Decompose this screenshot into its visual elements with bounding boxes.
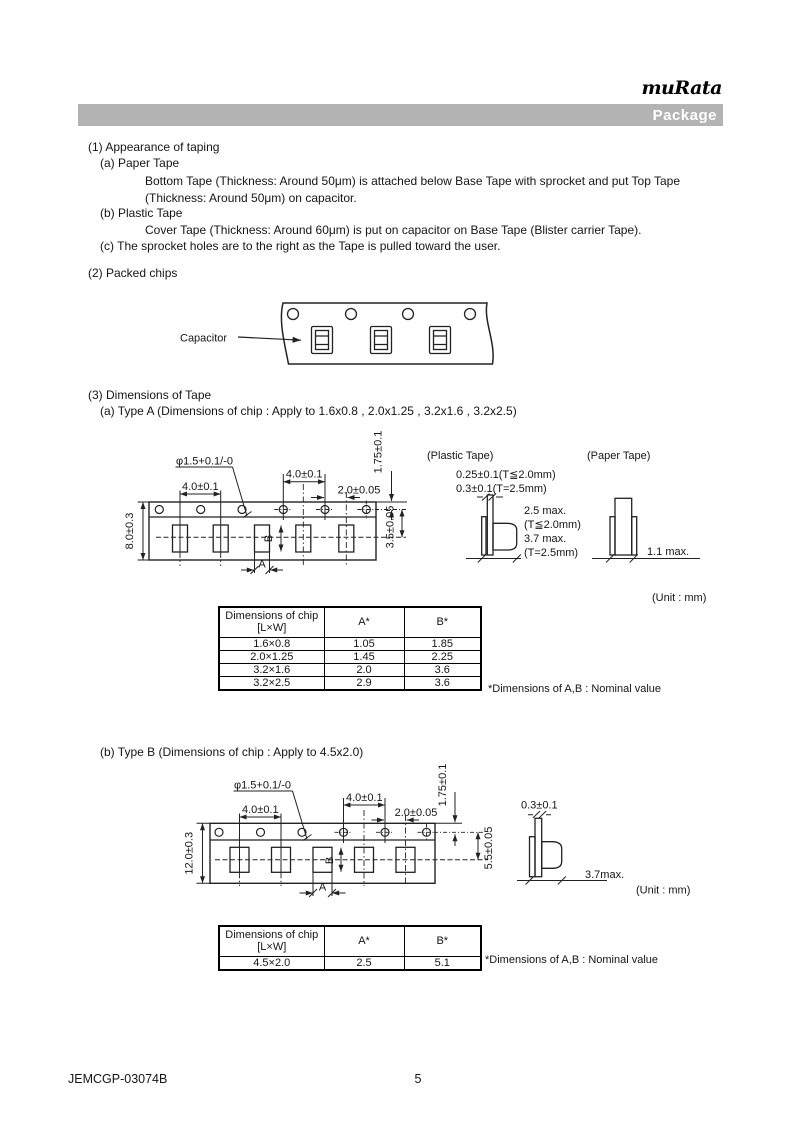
type-b-table: Dimensions of chip [L×W] A* B* 4.5×2.0 2…: [218, 925, 482, 971]
cell-b: 1.85: [403, 636, 482, 651]
paper-d1: 1.1 max.: [647, 546, 689, 558]
table-a-header-chip: Dimensions of chip [L×W]: [218, 606, 325, 638]
capacitor-label: Capacitor: [180, 333, 227, 345]
cell-a: 1.45: [323, 649, 405, 664]
table-b-header-chip-line1: Dimensions of chip: [225, 929, 319, 942]
dim-center-b: 5.5±0.05: [483, 827, 495, 870]
table-b-header-b: B*: [403, 925, 482, 957]
cell-a: 2.0: [323, 662, 405, 677]
dim-b-a: B: [263, 535, 275, 542]
cell-b: 3.6: [403, 662, 482, 677]
table-a-header-chip-line2: [L×W]: [257, 622, 287, 635]
dim-pitch-left-b: 4.0±0.1: [242, 804, 279, 816]
cell-chip: 3.2×1.6: [218, 662, 325, 677]
cell-b: 3.6: [403, 675, 482, 690]
cell-a: 2.5: [323, 955, 405, 970]
s1-a-body1: Bottom Tape (Thickness: Around 50μm) is …: [145, 174, 681, 188]
plastic-t2: 0.3±0.1(T=2.5mm): [456, 483, 547, 495]
table-b-header-chip: Dimensions of chip [L×W]: [218, 925, 325, 957]
unit-label-b: (Unit : mm): [636, 885, 690, 897]
cell-chip: 2.0×1.25: [218, 649, 325, 664]
table-a-note: *Dimensions of A,B : Nominal value: [488, 683, 662, 695]
tape-strip: [280, 302, 494, 365]
dim-hole-dia-b: φ1.5+0.1/-0: [234, 780, 291, 792]
table-b-note: *Dimensions of A,B : Nominal value: [485, 954, 659, 966]
capacitor-chips: [310, 325, 452, 355]
dim-width-a: 8.0±0.3: [124, 513, 136, 550]
sprocket-holes: [286, 307, 477, 321]
dim-edge-b: 1.75±0.1: [437, 764, 449, 807]
s1-b-body: Cover Tape (Thickness: Around 60μm) is p…: [145, 223, 642, 237]
unit-label-a: (Unit : mm): [652, 592, 706, 604]
table-b-header-a: A*: [323, 925, 405, 957]
footer-doc-id: JEMCGP-03074B: [68, 1072, 168, 1086]
plastic-title: (Plastic Tape): [427, 450, 493, 462]
dim-thickness-b: 0.3±0.1: [521, 800, 558, 812]
type-b-dim-lines: [200, 790, 481, 898]
dim-a-b: A: [319, 882, 327, 894]
table-row: 3.2×1.6 2.0 3.6: [218, 662, 482, 677]
dim-b-b: B: [324, 857, 336, 864]
package-banner: Package: [78, 104, 723, 126]
dim-offset-a: 2.0±0.05: [338, 485, 381, 497]
banner-label: Package: [652, 106, 717, 124]
s1-a-title: (a) Paper Tape: [100, 156, 180, 170]
cell-chip: 3.2×2.5: [218, 675, 325, 690]
murata-logo: muRata: [641, 77, 722, 99]
table-a-header-b: B*: [403, 606, 482, 638]
plastic-t1: 0.25±0.1(T≦2.0mm): [456, 469, 556, 481]
cell-a: 1.05: [323, 636, 405, 651]
paper-title: (Paper Tape): [587, 450, 650, 462]
table-b-header-chip-line2: [L×W]: [257, 941, 287, 954]
cell-b: 2.25: [403, 649, 482, 664]
type-b-diagram: φ1.5+0.1/-0 4.0±0.1 4.0±0.1 2.0±0.05 1.7…: [184, 764, 690, 898]
plastic-cross-section: [466, 493, 522, 563]
table-a-header-a: A*: [323, 606, 405, 638]
dim-edge-a: 1.75±0.1: [373, 431, 385, 474]
paper-cross-section: [592, 497, 700, 563]
table-row: 4.5×2.0 2.5 5.1: [218, 955, 482, 970]
plastic-d2: (T≦2.0mm): [524, 519, 581, 531]
table-row: 1.6×0.8 1.05 1.85: [218, 636, 482, 651]
plastic-d1: 2.5 max.: [524, 505, 566, 517]
type-a-dim-lines: [140, 466, 405, 575]
s3-b-title: (b) Type B (Dimensions of chip : Apply t…: [100, 745, 364, 759]
cell-chip: 4.5×2.0: [218, 955, 325, 970]
s3-a-title: (a) Type A (Dimensions of chip : Apply t…: [100, 404, 517, 418]
dim-a-a: A: [258, 559, 266, 571]
table-row: 2.0×1.25 1.45 2.25: [218, 649, 482, 664]
s1-title: (1) Appearance of taping: [88, 140, 220, 154]
s1-a-body2: (Thickness: Around 50μm) on capacitor.: [145, 191, 357, 205]
dim-pitch-right-b: 4.0±0.1: [346, 792, 383, 804]
type-b-cross-section: [517, 810, 607, 885]
plastic-d4: (T=2.5mm): [524, 547, 578, 559]
dim-width-b: 12.0±0.3: [184, 832, 196, 875]
capacitor-arrow: [237, 336, 302, 343]
type-a-diagram: φ1.5+0.1/-0 4.0±0.1 4.0±0.1 2.0±0.05 1.7…: [124, 431, 706, 604]
plastic-d3: 3.7 max.: [524, 533, 566, 545]
type-a-table: Dimensions of chip [L×W] A* B* 1.6×0.8 1…: [218, 606, 482, 691]
cell-chip: 1.6×0.8: [218, 636, 325, 651]
table-row: 3.2×2.5 2.9 3.6: [218, 675, 482, 690]
dim-pitch-right-a: 4.0±0.1: [286, 469, 323, 481]
s3-title: (3) Dimensions of Tape: [88, 388, 212, 402]
cell-b: 5.1: [403, 955, 482, 970]
dim-pitch-left-a: 4.0±0.1: [182, 481, 219, 493]
table-a-header-chip-line1: Dimensions of chip: [225, 610, 319, 623]
s2-title: (2) Packed chips: [88, 266, 178, 280]
dim-center-a: 3.5±0.05: [385, 506, 397, 549]
s1-b-title: (b) Plastic Tape: [100, 206, 183, 220]
dim-offset-b: 2.0±0.05: [395, 807, 438, 819]
cell-a: 2.9: [323, 675, 405, 690]
dim-depth-b: 3.7max.: [585, 869, 624, 881]
packed-chips-diagram: Capacitor: [180, 302, 494, 365]
footer-page-number: 5: [414, 1072, 422, 1086]
dim-hole-dia-a: φ1.5+0.1/-0: [176, 456, 233, 468]
type-b-tape: [196, 798, 488, 886]
s1-c-title: (c) The sprocket holes are to the right …: [100, 239, 501, 253]
